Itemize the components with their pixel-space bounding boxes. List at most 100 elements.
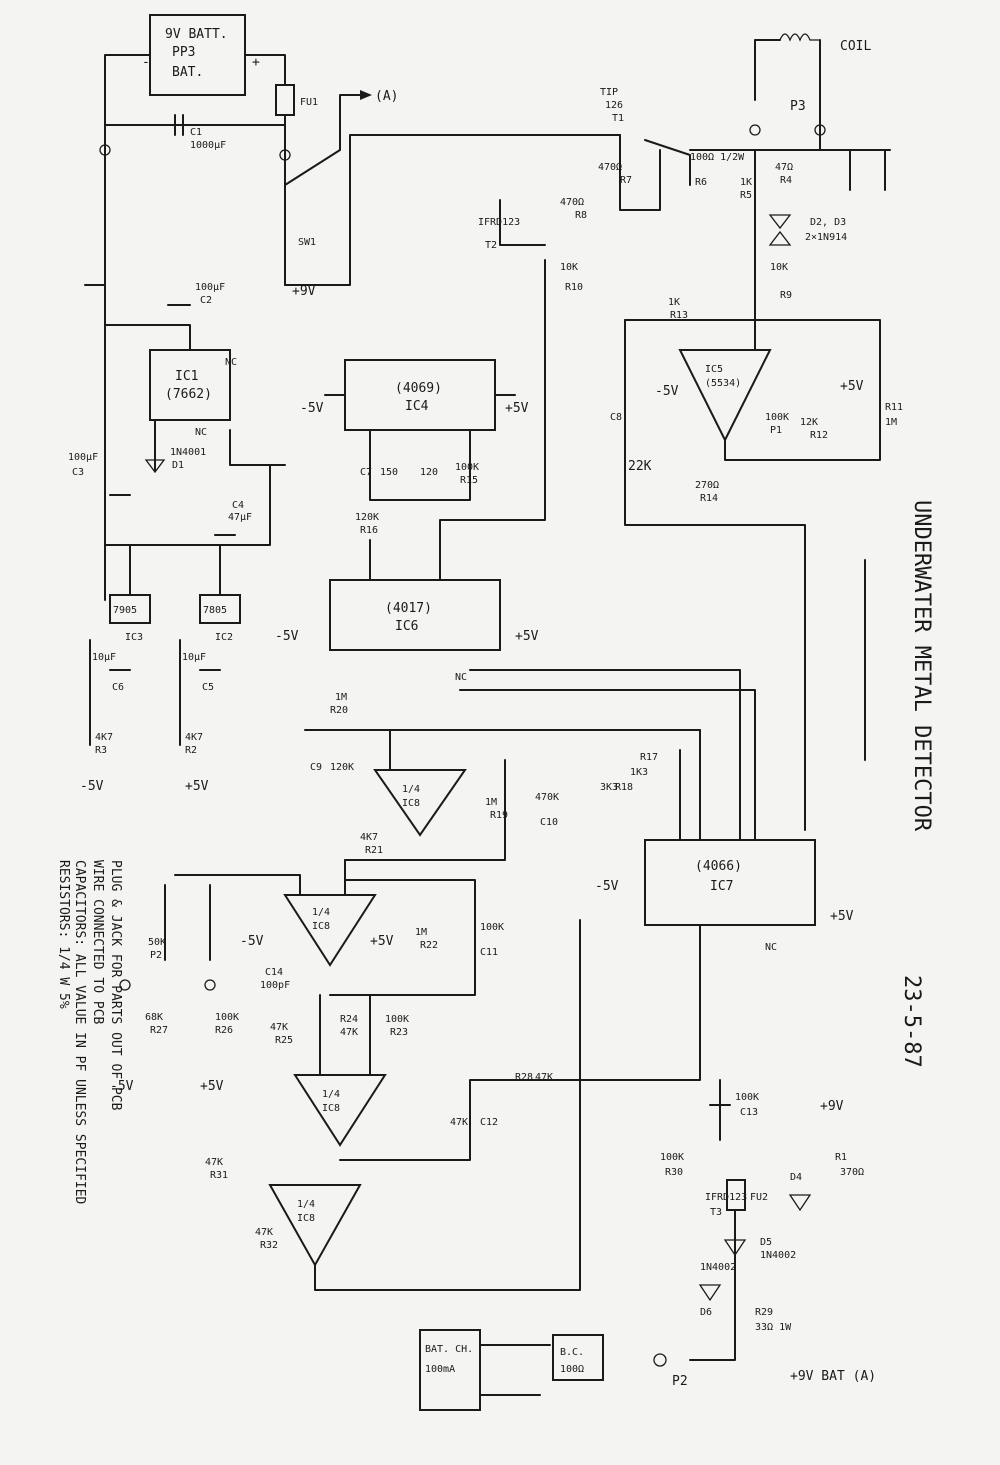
d2d3-label: D2, D3 (810, 217, 846, 228)
ic8b-feedback (329, 879, 476, 996)
page-title: UNDERWATER METAL DETECTOR (909, 500, 934, 832)
r22-value: 1M (415, 927, 427, 938)
p2-minus5v: -5V (110, 1079, 134, 1094)
r26-label: R26 (215, 1025, 233, 1036)
ic4-osc-loop (369, 429, 471, 501)
c3-value: 100μF (68, 452, 98, 463)
c12-label: C12 (480, 1117, 498, 1128)
c2-label: C2 (200, 295, 212, 306)
r32-value: 47K (255, 1227, 273, 1238)
t1-transistor (644, 139, 691, 186)
c8-value: 22K (628, 459, 652, 474)
t1-type: TIP (600, 87, 618, 98)
p2-terminal (119, 979, 131, 991)
date-block: 23-5-87 (899, 975, 924, 1068)
p2-conn-label: P2 (672, 1374, 688, 1389)
ic8a-opamp (373, 769, 467, 837)
r7-value: 470Ω (598, 162, 622, 173)
coil-label: COIL (840, 39, 871, 54)
r11-value: 1M (885, 417, 897, 428)
ic5-vdd: +5V (840, 379, 864, 394)
gnd-rail-left (104, 54, 151, 601)
r21-label: R21 (365, 845, 383, 856)
r17-value: 1K3 (630, 767, 648, 778)
p2-connector (653, 1353, 667, 1367)
r6-value: 100Ω 1/2W (690, 152, 745, 163)
c1-value: 1000μF (190, 140, 226, 151)
r15-value: 100K (455, 462, 479, 473)
c6-value: 10μF (92, 652, 116, 663)
r4-value: 47Ω (775, 162, 793, 173)
ic8c-frac: 1/4 (322, 1089, 340, 1100)
note-2: CAPACITORS: ALL VALUE IN PF UNLESS SPECI… (72, 860, 87, 1205)
t1-part: 126 (605, 100, 623, 111)
sw1-label: SW1 (298, 237, 316, 248)
ic6-label: IC6 (395, 619, 418, 634)
r21-value: 4K7 (360, 832, 378, 843)
ic8b-vss: -5V (240, 934, 264, 949)
ic7-vss: -5V (595, 879, 619, 894)
ic8c-opamp (293, 1074, 387, 1147)
c11-value: 100K (480, 922, 504, 933)
pcb-terminal (279, 149, 291, 161)
c7-label: C7 (360, 467, 372, 478)
battery-label-3: BAT. (172, 65, 203, 80)
r31-value: 47K (205, 1157, 223, 1168)
r18-value: 3K3 (600, 782, 618, 793)
c9-label: C9 (310, 762, 322, 773)
r29-value: 33Ω 1W (755, 1322, 792, 1333)
nc-marker: NC (225, 357, 237, 368)
p3-label: P3 (790, 99, 806, 114)
ic5-to-ic7 (624, 319, 806, 831)
c7-value: 150 (380, 467, 398, 478)
p2-label: P2 (150, 950, 162, 961)
ic5-feedback (724, 319, 881, 461)
p2-plus5v: +5V (200, 1079, 224, 1094)
ic5-vss: -5V (655, 384, 679, 399)
plus9v-node: +9V (292, 284, 316, 299)
r13-label: R13 (670, 310, 688, 321)
nc-marker: NC (765, 942, 777, 953)
fuse2-label: FU2 (750, 1192, 768, 1203)
ic8d-opamp (268, 1184, 362, 1268)
r28-value: 47K (535, 1072, 553, 1083)
r9-label: R9 (780, 290, 792, 301)
point-a-arrow (360, 90, 372, 100)
c4-value: 47μF (228, 512, 252, 523)
ic8b-label: IC8 (312, 921, 330, 932)
ic6-vss: -5V (275, 629, 299, 644)
ic7-vdd: +5V (830, 909, 854, 924)
r25-label: R25 (275, 1035, 293, 1046)
d4-label: D4 (790, 1172, 802, 1183)
c6-label: C6 (112, 682, 124, 693)
r10-label: R10 (565, 282, 583, 293)
ic4-vss: -5V (300, 401, 324, 416)
ic6-part: (4017) (385, 601, 432, 616)
c1-label: C1 (190, 127, 202, 138)
battery-label-1: 9V BATT. (165, 27, 228, 42)
t1-label: T1 (612, 113, 624, 124)
battery-label-2: PP3 (172, 45, 195, 60)
r18-label: R18 (615, 782, 633, 793)
d3-diode (768, 230, 792, 246)
ic5-opamp (678, 349, 772, 443)
bat-charger-box (419, 1329, 481, 1411)
c13-value: 100K (735, 1092, 759, 1103)
c11-label: C11 (480, 947, 498, 958)
point-a-label: (A) (375, 89, 398, 104)
r19-value: 1M (485, 797, 497, 808)
r4-label: R4 (780, 175, 792, 186)
ic4-cap-value: 120 (420, 467, 438, 478)
r27-label: R27 (150, 1025, 168, 1036)
r12-value: 12K (800, 417, 818, 428)
ic8b-in2 (174, 874, 301, 896)
r26-value: 100K (215, 1012, 239, 1023)
ic8b-opamp (283, 894, 377, 967)
r23-value: 100K (385, 1014, 409, 1025)
fuse1-label: FU1 (300, 97, 318, 108)
r32-label: R32 (260, 1240, 278, 1251)
minus5v-out: -5V (80, 779, 104, 794)
r19-label: R19 (490, 810, 508, 821)
note-4: PLUG & JACK FOR PARTS OUT OF PCB (108, 860, 123, 1111)
